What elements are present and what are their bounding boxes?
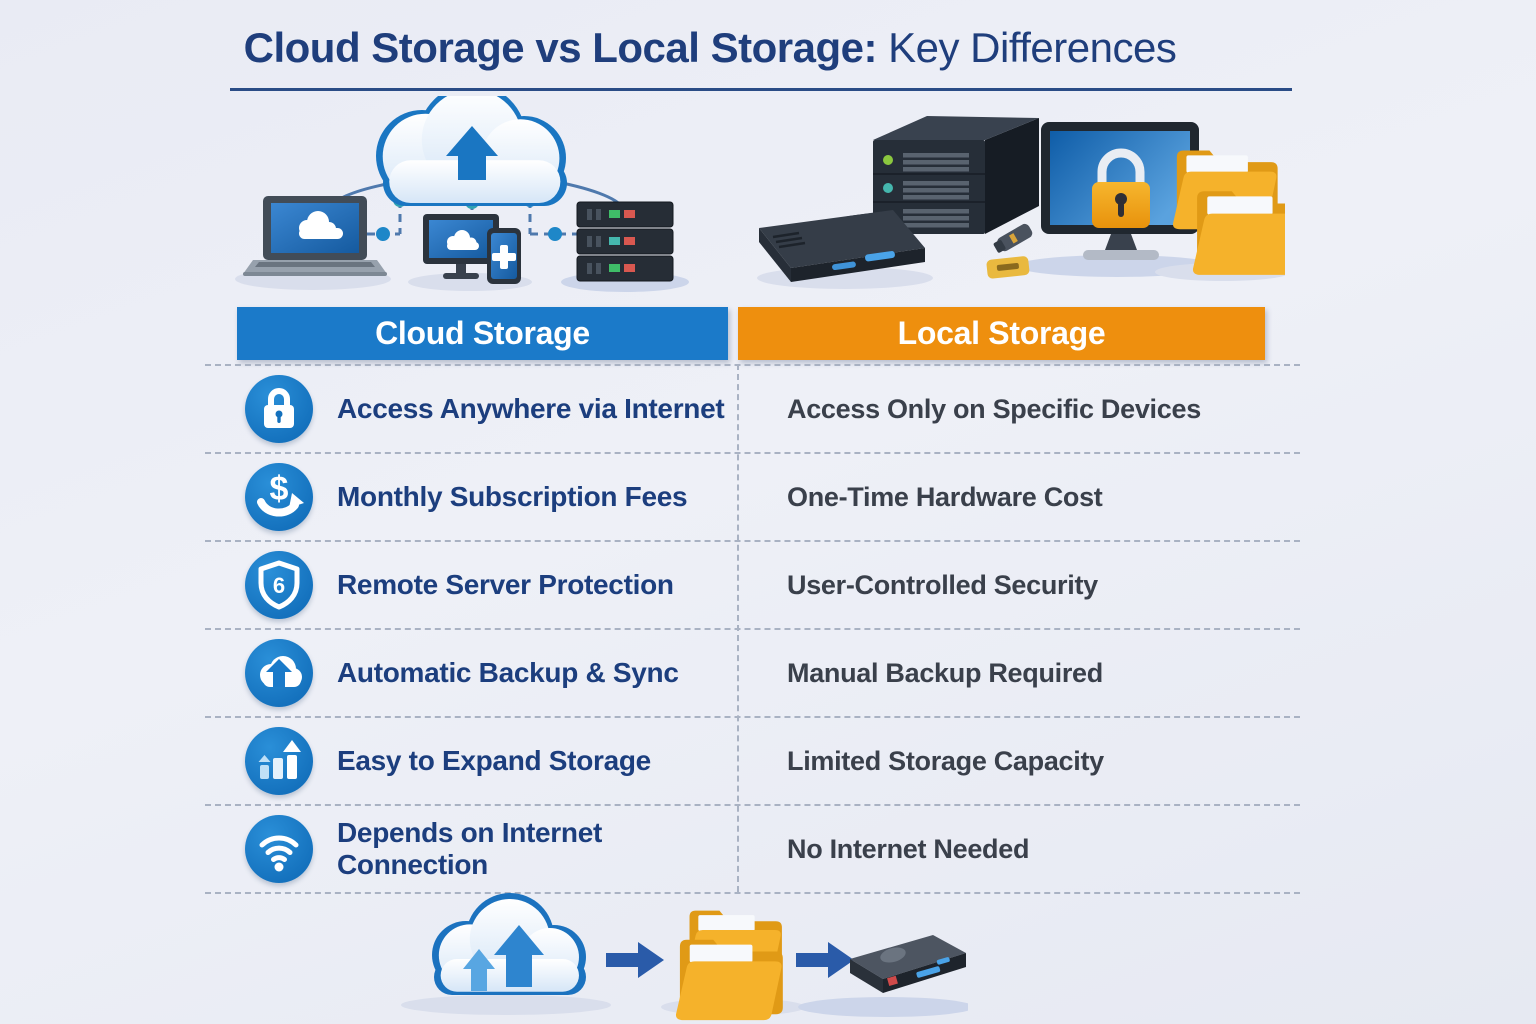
folder-icon xyxy=(1172,150,1285,275)
comparison-rows: Access Anywhere via Internet Access Only… xyxy=(205,364,1300,894)
cloud-feature-label: Depends on Internet Connection xyxy=(337,817,602,880)
server-rack-icon xyxy=(576,201,674,282)
cloud-feature-label: Remote Server Protection xyxy=(337,569,674,600)
cloud-cell: Automatic Backup & Sync xyxy=(205,639,737,707)
upload-arrow-icon xyxy=(463,949,495,991)
external-drive-icon xyxy=(759,210,925,282)
wifi-icon xyxy=(245,815,313,883)
local-storage-illustration xyxy=(745,96,1285,296)
local-feature-label: No Internet Needed xyxy=(787,833,1030,864)
upload-cloud-devices-graphic xyxy=(235,96,689,292)
comparison-table: Cloud Storage Local Storage Access Anywh… xyxy=(205,307,1300,894)
cloud-to-drive-flow-graphic xyxy=(401,893,968,1021)
backup-flow-illustration xyxy=(388,893,968,1023)
smartphone-icon xyxy=(487,228,521,284)
server-tower-icon xyxy=(873,116,1039,234)
cloud-upload-icon xyxy=(245,639,313,707)
table-row: $ Monthly Subscription Fees One-Time Har… xyxy=(205,454,1300,542)
lock-icon xyxy=(245,375,313,443)
cloud-cell: Depends on Internet Connection xyxy=(205,815,737,883)
locked-monitor-icon xyxy=(1041,122,1199,260)
table-row: 6 Remote Server Protection User-Controll… xyxy=(205,542,1300,630)
upload-cloud-icon xyxy=(376,96,567,206)
upload-arrow-icon xyxy=(494,925,544,987)
page-title-emphasis: Cloud Storage vs Local Storage: xyxy=(243,24,878,71)
cloud-cell: Easy to Expand Storage xyxy=(205,727,737,795)
svg-text:$: $ xyxy=(270,470,289,508)
table-row: Easy to Expand Storage Limited Storage C… xyxy=(205,718,1300,806)
page-title-suffix: Key Differences xyxy=(876,24,1177,71)
cloud-cell: $ Monthly Subscription Fees xyxy=(205,463,737,531)
cloud-feature-label: Easy to Expand Storage xyxy=(337,745,651,776)
cloud-cell: Access Anywhere via Internet xyxy=(205,375,737,443)
cloud-cell: 6 Remote Server Protection xyxy=(205,551,737,619)
title-divider xyxy=(230,88,1292,91)
cloud-storage-illustration xyxy=(225,96,715,296)
local-storage-header: Local Storage xyxy=(738,307,1265,360)
external-drive-icon xyxy=(850,935,966,993)
upload-cloud-icon xyxy=(432,893,586,995)
cloud-glyph xyxy=(447,230,479,250)
usb-drive-icon xyxy=(986,223,1033,279)
padlock-icon xyxy=(1092,148,1150,228)
local-feature-label: Access Only on Specific Devices xyxy=(787,393,1201,424)
local-hardware-graphic xyxy=(757,116,1285,289)
shield-icon: 6 xyxy=(245,551,313,619)
table-row: Depends on Internet Connection No Intern… xyxy=(205,806,1300,894)
arrow-right-icon xyxy=(606,942,664,978)
cloud-feature-label: Access Anywhere via Internet xyxy=(337,393,725,424)
local-feature-label: Limited Storage Capacity xyxy=(787,745,1104,776)
table-row: Access Anywhere via Internet Access Only… xyxy=(205,366,1300,454)
cloud-feature-label: Monthly Subscription Fees xyxy=(337,481,688,512)
shield-digit: 6 xyxy=(273,573,285,598)
local-feature-label: User-Controlled Security xyxy=(787,569,1098,600)
column-divider xyxy=(737,364,739,892)
arrow-right-icon xyxy=(796,942,854,978)
dollar-sync-icon: $ xyxy=(245,463,313,531)
upload-arrow-icon xyxy=(446,126,498,180)
local-feature-label: Manual Backup Required xyxy=(787,657,1103,688)
monitor-icon xyxy=(423,214,499,279)
laptop-icon xyxy=(243,196,387,276)
storage-growth-icon xyxy=(245,727,313,795)
plus-glyph xyxy=(492,245,516,269)
cloud-glyph xyxy=(299,211,343,239)
table-row: Automatic Backup & Sync Manual Backup Re… xyxy=(205,630,1300,718)
local-feature-label: One-Time Hardware Cost xyxy=(787,481,1103,512)
page-title: Cloud Storage vs Local Storage: Key Diff… xyxy=(0,24,1420,72)
folder-stack-icon xyxy=(675,910,783,1021)
cloud-feature-label: Automatic Backup & Sync xyxy=(337,657,679,688)
cloud-storage-header: Cloud Storage xyxy=(237,307,728,360)
